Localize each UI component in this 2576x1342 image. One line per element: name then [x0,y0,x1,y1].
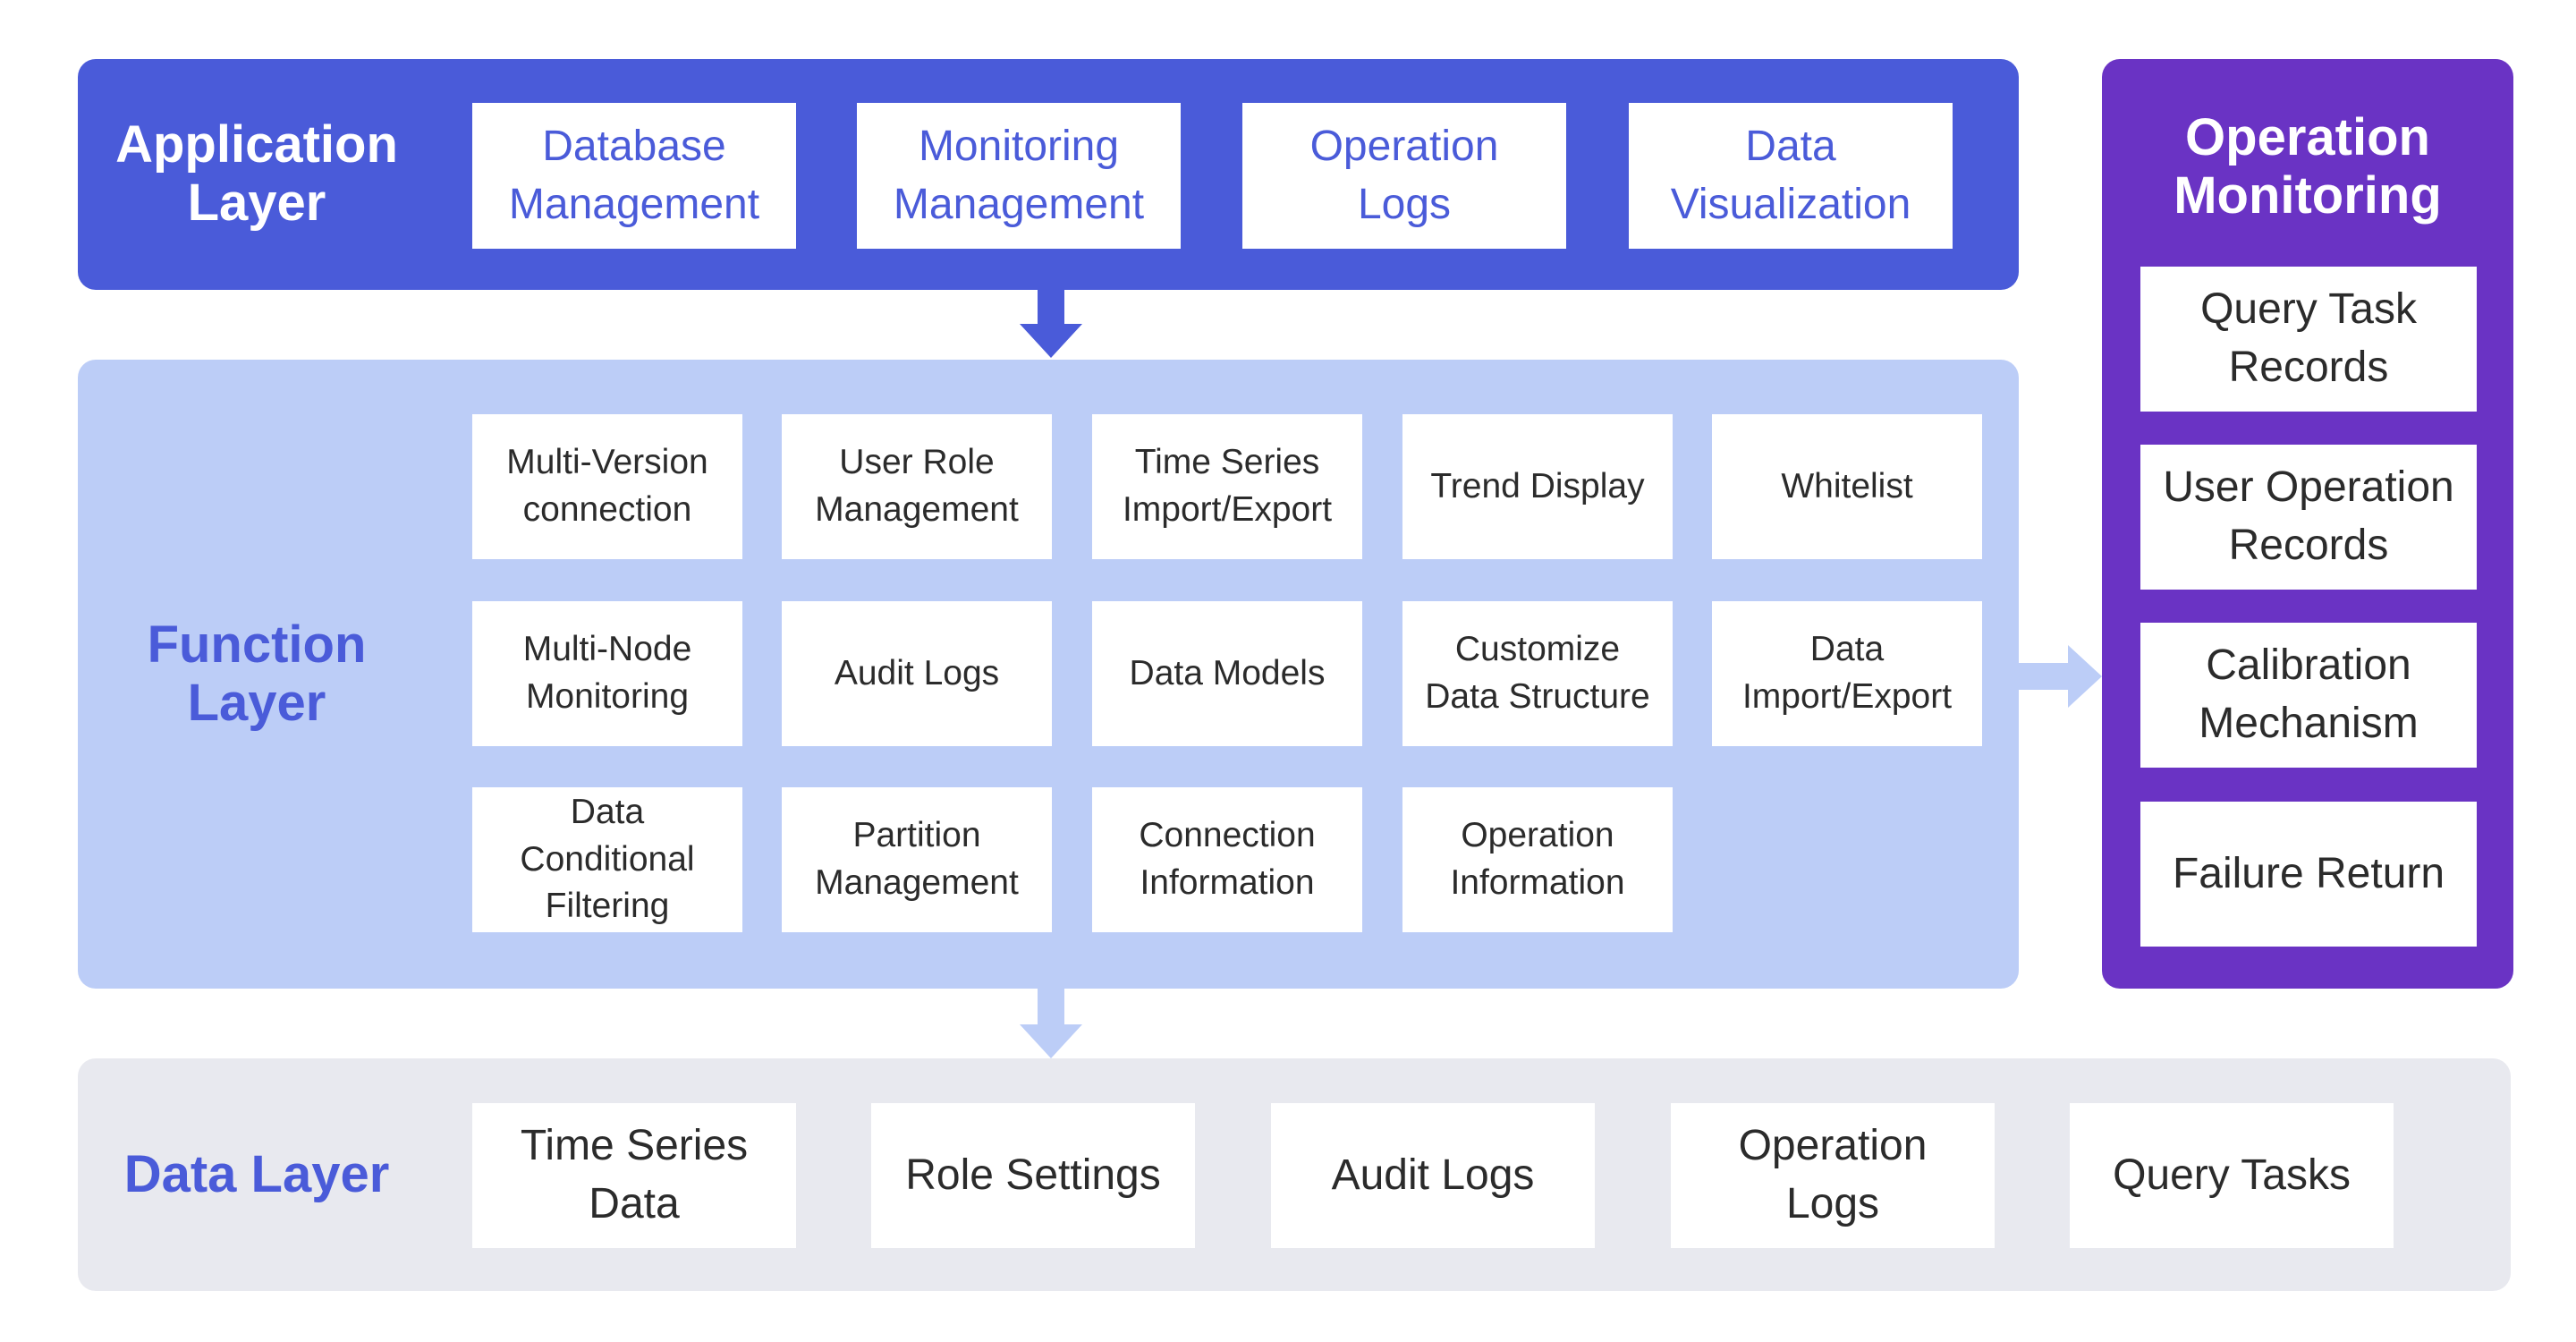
function-box-operation-information: Operation Information [1402,787,1673,932]
data-item-time-series-data: Time Series Data [472,1103,796,1248]
app-module-database-management: Database Management [472,103,796,249]
function-box-data-import-export: Data Import/Export [1712,601,1982,746]
function-layer-title: Function Layer [147,615,367,732]
function-box-audit-logs: Audit Logs [782,601,1052,746]
function-box-multi-node-monitoring: Multi-Node Monitoring [472,601,742,746]
function-box-time-series-import-export: Time Series Import/Export [1092,414,1362,559]
data-item-audit-logs: Audit Logs [1271,1103,1595,1248]
data-item-role-settings: Role Settings [871,1103,1195,1248]
arrow-right-function-to-monitoring-icon [2017,645,2102,708]
function-box-customize-data-structure: Customize Data Structure [1402,601,1673,746]
ops-item-calibration-mechanism: Calibration Mechanism [2140,623,2477,768]
app-module-monitoring-management: Monitoring Management [857,103,1181,249]
function-box-multi-version-connection: Multi-Version connection [472,414,742,559]
arrow-down-app-to-function-icon [1020,288,1082,358]
function-box-trend-display: Trend Display [1402,414,1673,559]
operation-monitoring-title: Operation Monitoring [2174,108,2442,225]
application-layer-title: Application Layer [115,115,398,232]
function-box-connection-information: Connection Information [1092,787,1362,932]
function-box-data-conditional-filtering: Data Conditional Filtering [472,787,742,932]
data-item-operation-logs: Operation Logs [1671,1103,1995,1248]
function-box-partition-management: Partition Management [782,787,1052,932]
ops-item-query-task-records: Query Task Records [2140,267,2477,412]
data-item-query-tasks: Query Tasks [2070,1103,2394,1248]
function-box-whitelist: Whitelist [1712,414,1982,559]
ops-item-user-operation-records: User Operation Records [2140,445,2477,590]
function-box-data-models: Data Models [1092,601,1362,746]
app-module-data-visualization: Data Visualization [1629,103,1953,249]
function-box-user-role-management: User Role Management [782,414,1052,559]
app-module-operation-logs: Operation Logs [1242,103,1566,249]
arrow-down-function-to-data-icon [1020,987,1082,1058]
ops-item-failure-return: Failure Return [2140,802,2477,947]
data-layer-title: Data Layer [123,1144,390,1203]
